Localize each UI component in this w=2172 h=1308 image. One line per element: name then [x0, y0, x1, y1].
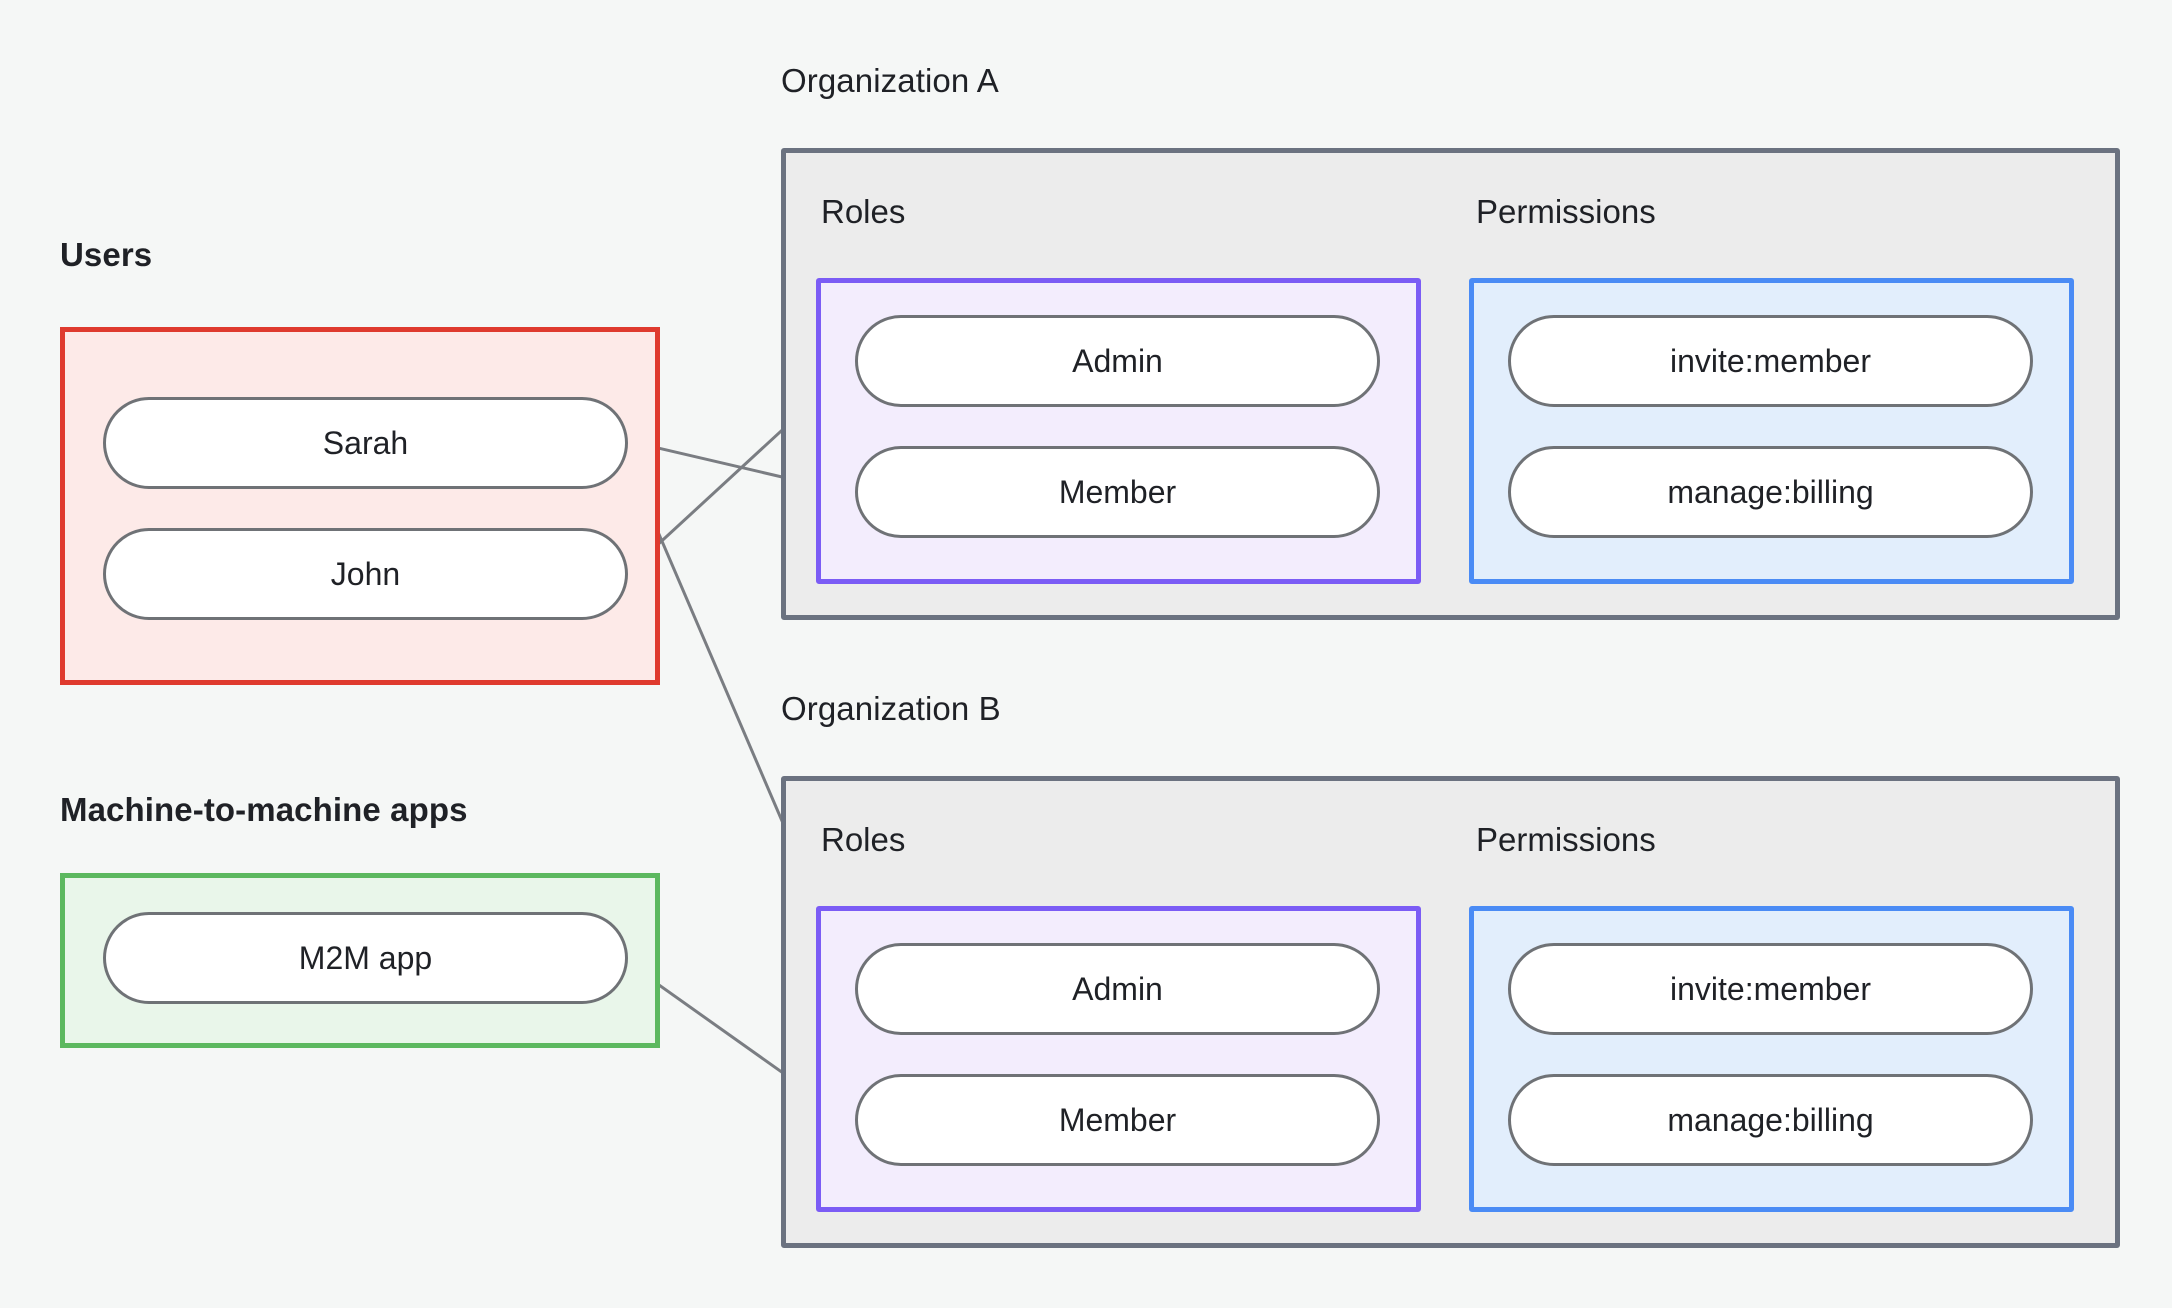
org-a-permission-manage-billing[interactable]: manage:billing — [1508, 446, 2033, 538]
org-b-permissions-label: Permissions — [1476, 821, 1656, 858]
org-a-box: Roles Permissions Admin Member invite:me… — [781, 148, 2120, 620]
org-a-role-member[interactable]: Member — [855, 446, 1380, 538]
org-b-role-member[interactable]: Member — [855, 1074, 1380, 1166]
org-a-permission-invite-member[interactable]: invite:member — [1508, 315, 2033, 407]
users-group-title: Users — [60, 236, 153, 273]
org-b-permission-invite-member[interactable]: invite:member — [1508, 943, 2033, 1035]
m2m-group-title: Machine-to-machine apps — [60, 791, 468, 828]
org-b-box: Roles Permissions Admin Member invite:me… — [781, 776, 2120, 1248]
org-a-title: Organization A — [781, 62, 999, 99]
m2m-node-app[interactable]: M2M app — [103, 912, 628, 1004]
org-b-permission-manage-billing[interactable]: manage:billing — [1508, 1074, 2033, 1166]
org-a-roles-label: Roles — [821, 193, 906, 230]
org-b-roles-box: Admin Member — [816, 906, 1421, 1212]
org-b-title: Organization B — [781, 690, 1001, 727]
user-node-john[interactable]: John — [103, 528, 628, 620]
org-b-roles-label: Roles — [821, 821, 906, 858]
org-a-role-admin[interactable]: Admin — [855, 315, 1380, 407]
org-a-permissions-box: invite:member manage:billing — [1469, 278, 2074, 584]
org-a-roles-box: Admin Member — [816, 278, 1421, 584]
m2m-group-box: M2M app — [60, 873, 660, 1048]
org-a-permissions-label: Permissions — [1476, 193, 1656, 230]
user-node-sarah[interactable]: Sarah — [103, 397, 628, 489]
org-b-role-admin[interactable]: Admin — [855, 943, 1380, 1035]
users-group-box: Sarah John — [60, 327, 660, 685]
org-b-permissions-box: invite:member manage:billing — [1469, 906, 2074, 1212]
